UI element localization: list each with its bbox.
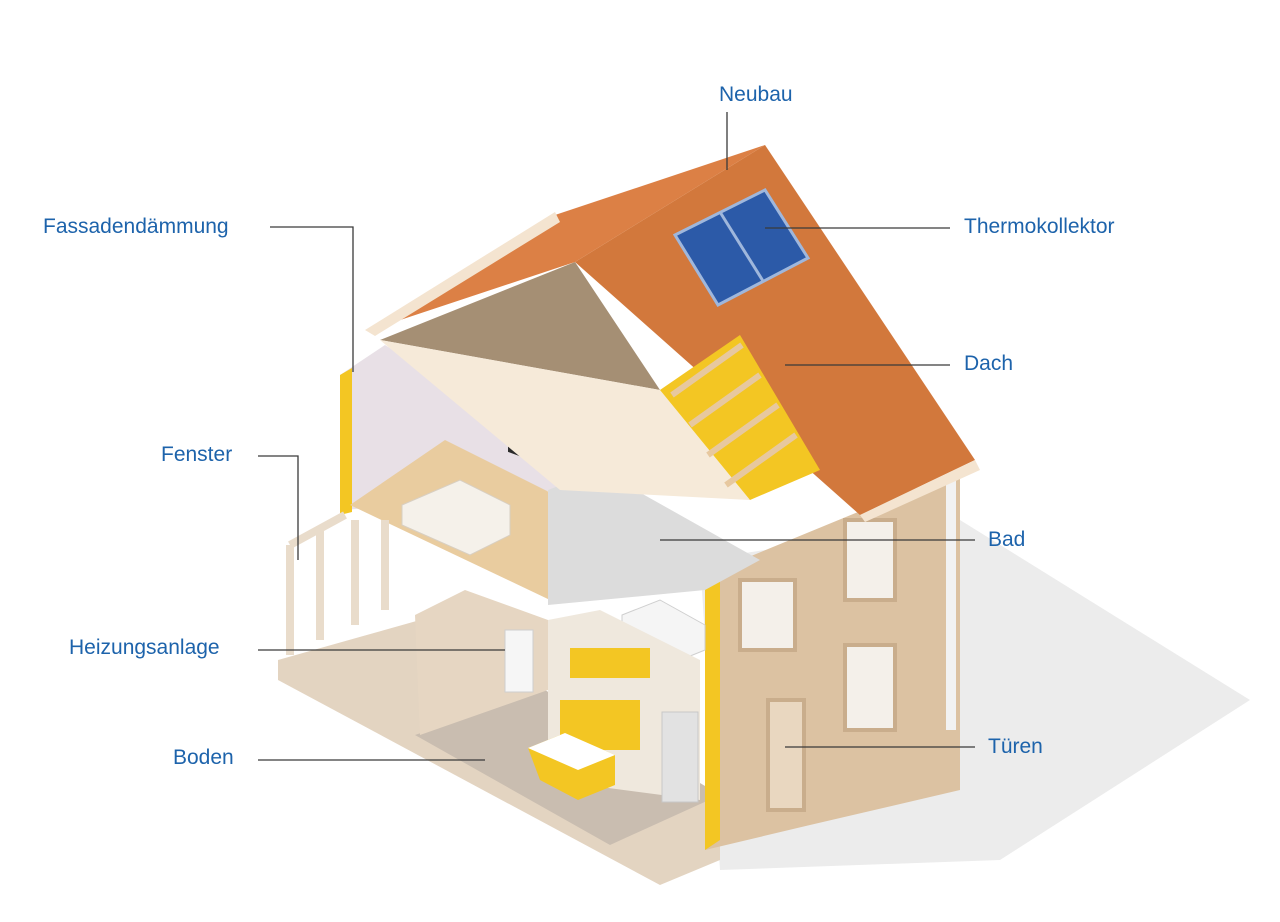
kitchen-island-top [528, 733, 615, 770]
attic-gable [380, 262, 660, 390]
label-thermokollektor: Thermokollektor [964, 215, 1115, 238]
rafters [670, 342, 798, 488]
upper-left-wall [340, 345, 560, 510]
bathroom-room [548, 470, 760, 605]
label-heizungsanlage: Heizungsanlage [69, 636, 220, 659]
porch-frame [286, 511, 389, 655]
downpipe [946, 470, 956, 730]
label-neubau: Neubau [719, 83, 793, 106]
left-insulation [340, 368, 352, 515]
leader-fenster [258, 455, 299, 560]
leader-fassadendaemmung [270, 226, 354, 372]
label-fenster: Fenster [161, 443, 233, 466]
kitchen-cabinets-upper [570, 648, 650, 678]
sofa [401, 479, 511, 556]
leader-lines [258, 112, 975, 761]
label-fassadendaemmung: Fassadendämmung [43, 215, 229, 238]
ground-left-room [415, 590, 548, 735]
front-wall-edge [705, 570, 720, 850]
roof-eave [860, 460, 980, 522]
roof-left-slope [370, 145, 765, 330]
window-upper-left [738, 578, 797, 652]
solar-divider [718, 211, 765, 282]
label-bad: Bad [988, 528, 1026, 551]
window-lower-right [843, 643, 897, 732]
fridge [661, 711, 699, 803]
heating-unit [504, 629, 534, 693]
label-tueren: Türen [988, 735, 1043, 758]
label-dach: Dach [964, 352, 1014, 375]
label-boden: Boden [173, 746, 234, 769]
front-door [766, 698, 806, 812]
roof-left-edge [365, 212, 560, 336]
window-upper-right [843, 518, 897, 602]
right-wall [705, 470, 960, 850]
attic-ceiling [380, 340, 750, 500]
